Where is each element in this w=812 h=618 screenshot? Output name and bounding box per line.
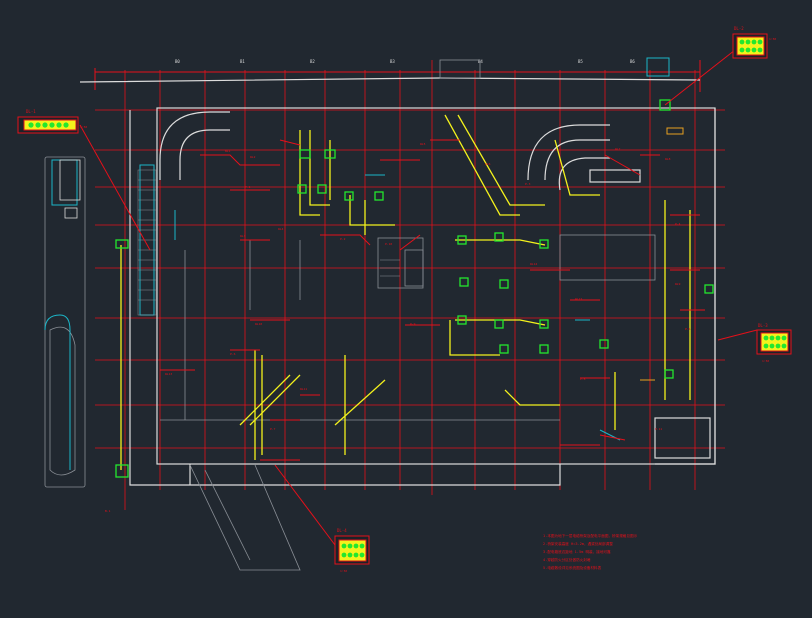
svg-text:WL9: WL9	[675, 282, 681, 286]
svg-text:WL14: WL14	[530, 262, 537, 266]
svg-text:P-3: P-3	[525, 182, 531, 186]
svg-text:P-2: P-2	[340, 237, 346, 241]
top-dimension-line	[94, 60, 701, 92]
note-line-5: 5.电缆敷设详见系统图及设备材料表	[543, 565, 602, 570]
svg-text:DL-4: DL-4	[337, 528, 347, 533]
hatched-stair	[137, 169, 400, 316]
svg-text:WL12: WL12	[575, 297, 582, 301]
svg-text:B0: B0	[175, 59, 180, 64]
svg-text:B4: B4	[478, 59, 483, 64]
svg-text:P-10: P-10	[385, 242, 392, 246]
svg-text:WL6: WL6	[485, 162, 491, 166]
svg-text:B5: B5	[578, 59, 583, 64]
callout-leaders	[79, 49, 758, 546]
building-walls	[79, 77, 716, 486]
distribution-boxes	[115, 99, 714, 478]
svg-text:WL2: WL2	[250, 155, 256, 159]
svg-text:P-11: P-11	[655, 427, 662, 431]
note-line-3: 3.配电箱底边距地 1.5m 明装，接地可靠	[543, 549, 611, 554]
top-labels: B0 B1 B2 B3 B4 B5 B6	[175, 59, 635, 64]
svg-text:DL-3: DL-3	[758, 323, 768, 328]
note-line-2: 2.桥架安装高度 H=3.2m，遇梁处局部调整	[543, 541, 613, 546]
svg-text:DL-2: DL-2	[734, 26, 744, 31]
svg-text:WL13: WL13	[165, 372, 172, 376]
svg-text:1:50: 1:50	[340, 569, 347, 573]
svg-text:1:50: 1:50	[80, 125, 87, 129]
interior-partitions	[44, 59, 656, 571]
svg-text:WL7: WL7	[615, 147, 621, 151]
svg-text:DL-1: DL-1	[26, 109, 36, 114]
svg-text:P-4: P-4	[675, 222, 681, 226]
svg-text:P-7: P-7	[270, 427, 276, 431]
svg-text:WL1: WL1	[225, 149, 231, 153]
svg-text:WL11: WL11	[300, 387, 307, 391]
callout-dl-1: DL-1 1:50	[17, 109, 87, 134]
svg-text:1:50: 1:50	[762, 359, 769, 363]
svg-text:B1: B1	[240, 59, 245, 64]
drawing-notes: 1.本图为地下一层电缆桥架及配电平面图，桥架规格见图示 2.桥架安装高度 H=3…	[543, 533, 638, 570]
svg-text:B-1: B-1	[105, 509, 111, 513]
svg-text:B3: B3	[390, 59, 395, 64]
note-line-4: 4.穿越防火分区处做防火封堵	[543, 557, 591, 562]
svg-text:WL8: WL8	[665, 157, 671, 161]
svg-text:P-1: P-1	[245, 185, 251, 189]
orange-accents	[640, 127, 684, 381]
callout-dl-2: DL-2 1:50	[732, 26, 776, 59]
svg-text:P-8: P-8	[580, 377, 586, 381]
svg-text:WL3: WL3	[240, 234, 246, 238]
svg-text:1:50: 1:50	[769, 37, 776, 41]
cable-trays	[120, 114, 691, 470]
wiring-routes	[160, 139, 705, 461]
svg-text:B2: B2	[310, 59, 315, 64]
svg-text:P-9: P-9	[410, 322, 416, 326]
svg-text:WL10: WL10	[255, 322, 262, 326]
svg-text:WL4: WL4	[278, 227, 284, 231]
svg-text:WL5: WL5	[420, 142, 426, 146]
callout-dl-4: DL-4 1:50	[334, 528, 370, 573]
callout-dl-3: DL-3 1:50	[756, 323, 792, 363]
left-annex	[59, 159, 81, 219]
svg-text:B6: B6	[630, 59, 635, 64]
svg-text:P-6: P-6	[230, 352, 236, 356]
note-line-1: 1.本图为地下一层电缆桥架及配电平面图，桥架规格见图示	[543, 533, 638, 538]
svg-text:P-5: P-5	[685, 327, 691, 331]
